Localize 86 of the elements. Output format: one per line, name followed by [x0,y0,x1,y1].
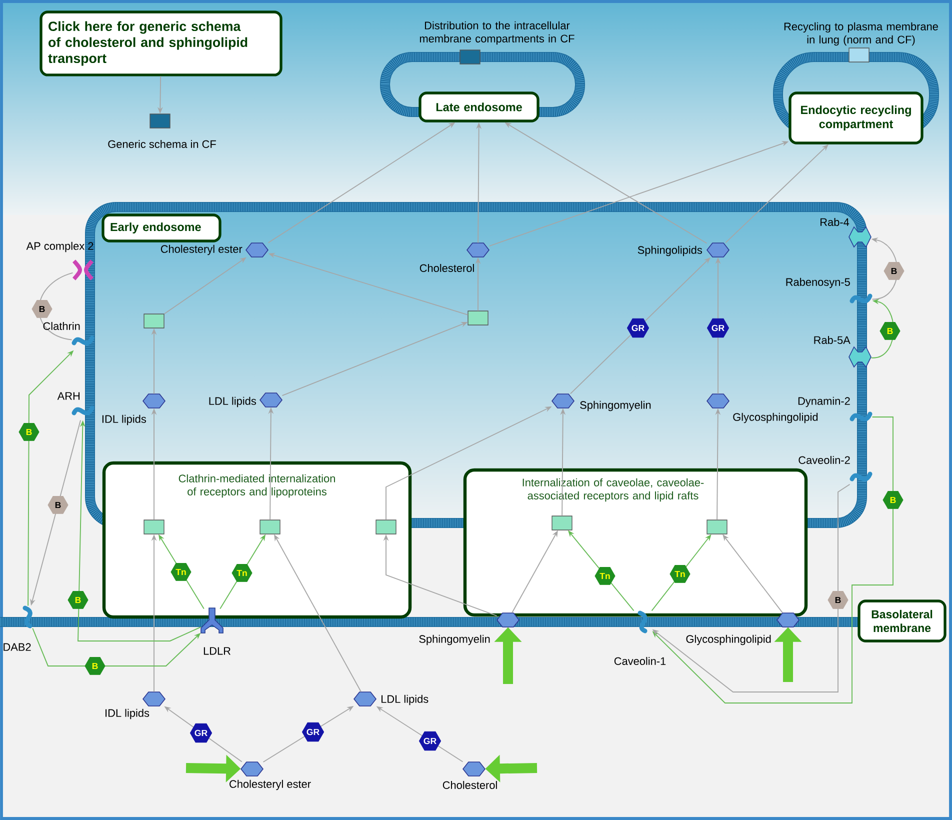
node-label: LDL lipids [209,396,256,408]
compound-hexagon [552,394,575,408]
reaction-square [706,520,728,534]
node-label: Rab-4 [820,218,850,226]
protein-icon [72,258,94,281]
node-label: IDL lipids [102,414,146,426]
link-box: Click here for generic schema of cholesterol and sphingolipid transport [40,10,282,76]
edge-label: B [18,423,40,441]
node-label: Cholesteryl ester [160,244,242,256]
node-label: Generic schema in CF [108,140,216,148]
edge-label: B [84,657,106,675]
node-label: Distribution to the intracellular membrane compartments in CF [420,21,574,45]
connector-line [38,272,74,340]
edge-label: B [884,262,904,280]
edge-label: B [882,491,904,509]
compartment-box: Endocytic recycling compartment [788,92,924,144]
edge-label: B [32,300,52,318]
compound-hexagon [142,394,166,408]
protein-icon [850,472,872,482]
reaction-square [260,520,280,534]
edge-label: Tn [670,565,690,583]
protein-icon [850,294,872,304]
node-label: Cholesterol [420,264,474,272]
receptor-icon [200,608,224,634]
reaction-square [144,520,164,534]
node-label: Cholesteryl ester [230,780,311,790]
protein-icon [22,606,32,628]
protein-icon [72,336,94,346]
reaction-square [468,310,488,326]
reaction-square [552,516,572,530]
compound-hexagon [462,762,486,776]
node-label: Rab-5A [814,336,850,344]
protein-icon [848,346,872,368]
compound-hexagon [260,392,283,408]
edge-label: Tn [594,567,616,585]
node-label: Caveolin-1 [614,656,666,665]
node-label: Glycosphingolipid [733,412,818,424]
reaction-square [144,314,164,328]
node-label: LDL lipids [382,694,428,706]
compartment-box: Early endosome [102,214,222,242]
compartment-box: Basolateral membrane [858,600,946,642]
compound-hexagon [706,242,730,258]
node-label: Recycling to plasma membrane in lung (norm and CF) [784,22,938,46]
compound-hexagon [706,394,730,408]
reaction-square [460,50,480,64]
compound-hexagon [354,692,377,706]
node-label: AP complex 2 [26,242,94,252]
node-label: Dynamin-2 [798,396,850,408]
edge-label: Tn [232,564,252,582]
edge-label: B [828,591,848,609]
arrow [870,299,894,358]
node-label: DAB2 [4,643,31,651]
edge-label: GR [706,318,730,338]
node-label: Sphingolipids [638,246,702,256]
edge-label: GR [190,723,212,743]
edge-label: Tn [170,563,192,581]
compound-hexagon [496,612,520,628]
edge-label: GR [418,731,442,751]
reaction-square [848,48,870,62]
edge-label: GR [626,318,650,338]
reaction-square [376,520,396,534]
node-label: Sphingomyelin [580,400,651,412]
node-label: LDLR [204,647,230,655]
node-label: Caveolin-2 [798,456,850,464]
compound-hexagon [246,242,269,258]
node-label: Sphingomyelin [419,634,490,646]
compound-hexagon [776,612,800,628]
compound-hexagon [466,242,490,258]
edge-label: B [880,322,900,340]
protein-icon [638,610,648,634]
edge-label: GR [302,722,324,742]
protein-icon [850,412,872,422]
node-label: Cholesterol [442,780,497,789]
node-label: Clathrin [43,322,80,330]
edge-label: B [68,591,88,609]
compartment-box: Late endosome [418,92,540,122]
node-label: Glycosphingolipid [686,634,771,646]
reaction-square [150,114,170,128]
node-label: ARH [57,392,80,400]
compound-hexagon [142,692,166,706]
compound-hexagon [240,762,264,776]
node-label: IDL lipids [106,708,150,720]
node-label: Rabenosyn-5 [786,278,850,288]
edge-label: B [48,496,68,514]
protein-icon [72,406,94,416]
protein-icon [848,226,872,248]
